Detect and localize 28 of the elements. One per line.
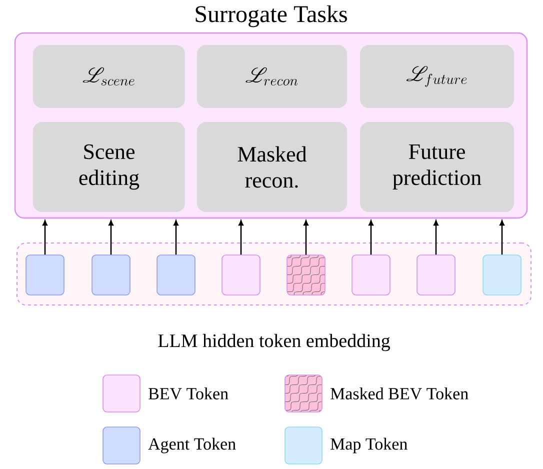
panel-title: Surrogate Tasks bbox=[196, 5, 347, 28]
bev-token bbox=[222, 254, 260, 296]
agent-token bbox=[92, 254, 130, 296]
arrow bbox=[108, 220, 114, 255]
arrow bbox=[500, 220, 504, 255]
task-box: Scene editing bbox=[33, 122, 185, 212]
loss-box: $\mathscr{L}_{future}$ bbox=[360, 45, 514, 108]
bev-token bbox=[416, 254, 456, 296]
agent-token bbox=[156, 254, 196, 296]
arrow bbox=[42, 220, 48, 255]
legend-label: Map Token bbox=[330, 438, 408, 454]
legend-label: Agent Token bbox=[148, 438, 236, 454]
map-token bbox=[482, 254, 522, 296]
task-box: Masked recon. bbox=[197, 122, 347, 212]
agent-token bbox=[26, 254, 64, 296]
band-caption: LLM hidden token embedding bbox=[158, 334, 390, 352]
arrow bbox=[434, 220, 438, 255]
arrow bbox=[238, 220, 244, 255]
arrow bbox=[368, 220, 374, 255]
arrow bbox=[174, 220, 178, 255]
task-box: Future prediction bbox=[360, 122, 514, 212]
loss-box: $\mathscr{L}_{scene}$ bbox=[33, 45, 185, 108]
loss-box: $\mathscr{L}_{recon}$ bbox=[197, 45, 347, 108]
bev-token bbox=[352, 254, 390, 296]
masked-token bbox=[286, 254, 326, 296]
arrow bbox=[304, 220, 308, 255]
legend-label: BEV Token bbox=[148, 387, 228, 400]
legend-label: Masked BEV Token bbox=[330, 387, 468, 400]
